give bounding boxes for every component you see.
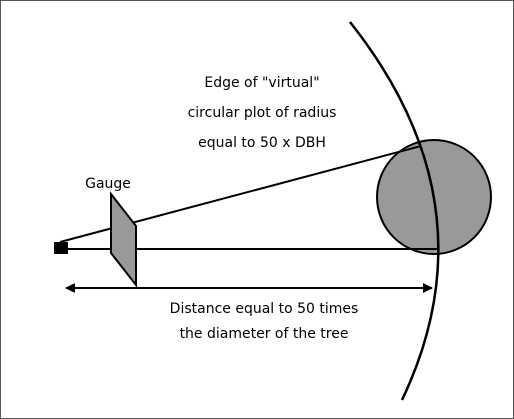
plot-edge-label-line-1: Edge of "virtual" bbox=[204, 75, 319, 91]
plot-edge-arc bbox=[349, 21, 440, 401]
observer-eye bbox=[54, 242, 68, 254]
plot-edge-label-line-2: circular plot of radius bbox=[188, 105, 337, 121]
plot-edge-label-line-3: equal to 50 x DBH bbox=[198, 135, 326, 151]
gauge-label: Gauge bbox=[85, 176, 131, 192]
distance-label-line-2: the diameter of the tree bbox=[180, 326, 349, 342]
distance-label-line-1: Distance equal to 50 times bbox=[170, 301, 359, 317]
